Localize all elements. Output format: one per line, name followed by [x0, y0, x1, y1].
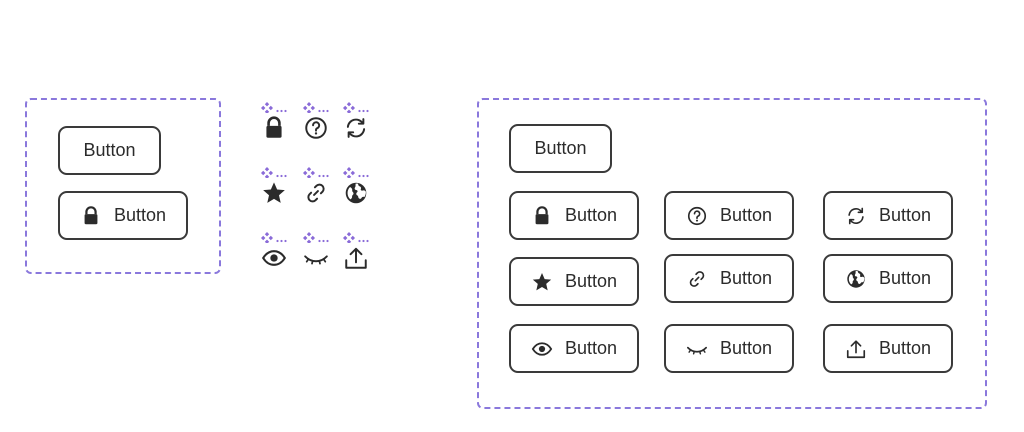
plain-button[interactable]: Button [58, 126, 161, 175]
button-label: Button [719, 338, 773, 358]
lock-button[interactable]: Button [58, 191, 188, 240]
button-label: Button [83, 140, 136, 160]
upload-icon [343, 245, 369, 271]
button-label: Button [564, 271, 618, 291]
button-label: Button [878, 338, 932, 358]
link-button[interactable]: Button [664, 254, 794, 303]
icon-instance-eye-closed[interactable] [303, 231, 339, 281]
show-button[interactable]: Button [509, 324, 639, 373]
component-instance-icon [261, 231, 289, 243]
button-label: Button [878, 268, 932, 288]
hide-button[interactable]: Button [664, 324, 794, 373]
lock-icon [261, 115, 287, 141]
plain-button[interactable]: Button [509, 124, 612, 173]
lock-icon [80, 205, 102, 227]
button-label: Button [113, 205, 167, 225]
component-instance-icon [261, 101, 289, 113]
component-instance-icon [343, 166, 371, 178]
button-label: Button [534, 138, 587, 158]
link-icon [686, 268, 708, 290]
eye-closed-icon [686, 338, 708, 360]
question-circle-icon [686, 205, 708, 227]
icon-instance-question[interactable] [303, 101, 339, 151]
button-label: Button [719, 268, 773, 288]
eye-closed-icon [303, 245, 329, 271]
globe-button[interactable]: Button [823, 254, 953, 303]
button-label: Button [719, 205, 773, 225]
left-button-frame [25, 98, 221, 274]
link-icon [303, 180, 329, 206]
refresh-icon [343, 115, 369, 141]
component-instance-icon [303, 101, 331, 113]
icon-instance-star[interactable] [261, 166, 297, 216]
button-label: Button [564, 338, 618, 358]
component-instance-icon [343, 231, 371, 243]
component-instance-icon [303, 166, 331, 178]
right-button-frame [477, 98, 987, 409]
button-label: Button [878, 205, 932, 225]
icon-instance-upload[interactable] [343, 231, 379, 281]
globe-icon [845, 268, 867, 290]
help-button[interactable]: Button [664, 191, 794, 240]
question-circle-icon [303, 115, 329, 141]
lock-icon [531, 205, 553, 227]
star-icon [261, 180, 287, 206]
icon-instance-link[interactable] [303, 166, 339, 216]
star-icon [531, 271, 553, 293]
star-button[interactable]: Button [509, 257, 639, 306]
component-instance-icon [343, 101, 371, 113]
icon-instance-refresh[interactable] [343, 101, 379, 151]
upload-icon [845, 338, 867, 360]
eye-icon [261, 245, 287, 271]
eye-icon [531, 338, 553, 360]
refresh-button[interactable]: Button [823, 191, 953, 240]
icon-instance-lock[interactable] [261, 101, 297, 151]
button-label: Button [564, 205, 618, 225]
icon-instance-eye[interactable] [261, 231, 297, 281]
globe-icon [343, 180, 369, 206]
component-instance-icon [261, 166, 289, 178]
component-instance-icon [303, 231, 331, 243]
icon-instance-globe[interactable] [343, 166, 379, 216]
lock-button[interactable]: Button [509, 191, 639, 240]
refresh-icon [845, 205, 867, 227]
upload-button[interactable]: Button [823, 324, 953, 373]
